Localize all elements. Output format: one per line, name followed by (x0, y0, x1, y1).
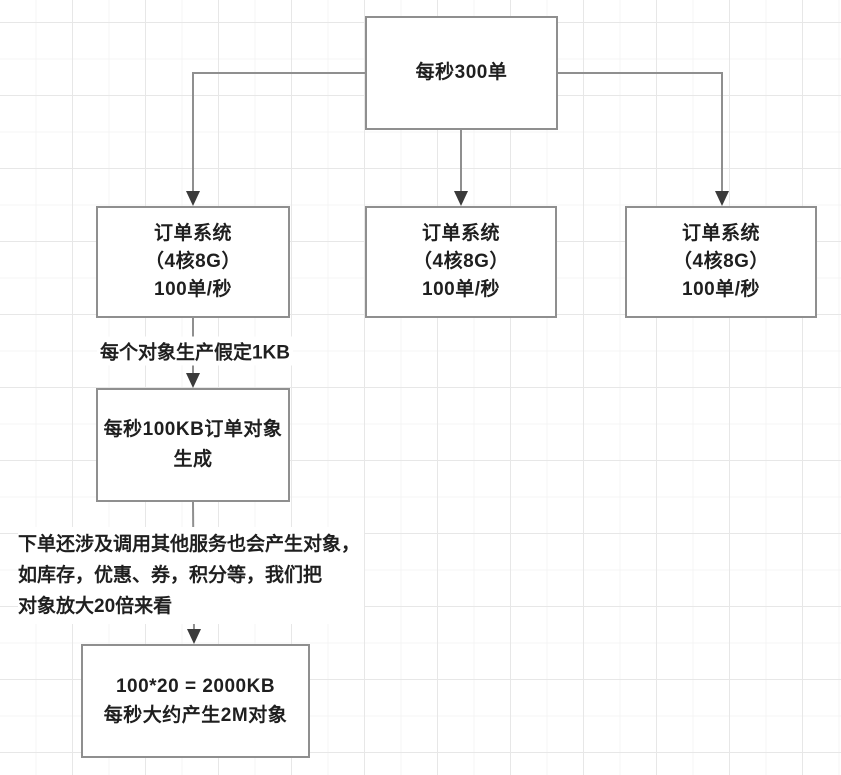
node-label: （4核8G） (413, 251, 509, 272)
node-amplified-result[interactable]: 100*20 = 2000KB 每秒大约产生2M对象 (81, 644, 310, 758)
node-order-system-1[interactable]: 订单系统 （4核8G） 100单/秒 (96, 206, 290, 318)
node-label: 100*20 = 2000KB (115, 676, 276, 697)
arrowhead-icon (186, 373, 200, 388)
arrowhead-icon (187, 629, 201, 644)
arrowhead-icon (186, 191, 200, 206)
node-label: （4核8G） (145, 251, 241, 272)
annotation-amplify-note[interactable]: 下单还涉及调用其他服务也会产生对象， 如库存，优惠、券，积分等，我们把 对象放大… (18, 527, 365, 624)
node-object-generation[interactable]: 每秒100KB订单对象 生成 (96, 388, 290, 502)
node-label: 生成 (173, 449, 213, 470)
annotation-line: 如库存，优惠、券，积分等，我们把 (18, 565, 323, 586)
node-label: 100单/秒 (682, 279, 760, 300)
annotation-line: 下单还涉及调用其他服务也会产生对象， (18, 534, 361, 555)
connector-source-to-order-right[interactable] (558, 72, 723, 192)
node-label: 订单系统 (681, 223, 760, 244)
node-label: 订单系统 (153, 223, 232, 244)
node-label: （4核8G） (673, 251, 769, 272)
edge-label-per-object-size[interactable]: 每个对象生产假定1KB (96, 336, 294, 366)
node-order-system-2[interactable]: 订单系统 （4核8G） 100单/秒 (365, 206, 557, 318)
node-label: 每秒100KB订单对象 (103, 419, 283, 440)
annotation-line: 对象放大20倍来看 (18, 596, 173, 617)
node-order-system-3[interactable]: 订单系统 （4核8G） 100单/秒 (625, 206, 817, 318)
arrowhead-icon (454, 191, 468, 206)
node-label: 每秒大约产生2M对象 (103, 705, 288, 726)
node-label: 订单系统 (421, 223, 500, 244)
node-label: 每秒300单 (415, 62, 508, 83)
node-label: 100单/秒 (422, 279, 500, 300)
connector-source-to-order-left[interactable] (192, 72, 365, 192)
node-orders-per-second[interactable]: 每秒300单 (365, 16, 558, 130)
node-label: 100单/秒 (154, 279, 232, 300)
arrowhead-icon (715, 191, 729, 206)
